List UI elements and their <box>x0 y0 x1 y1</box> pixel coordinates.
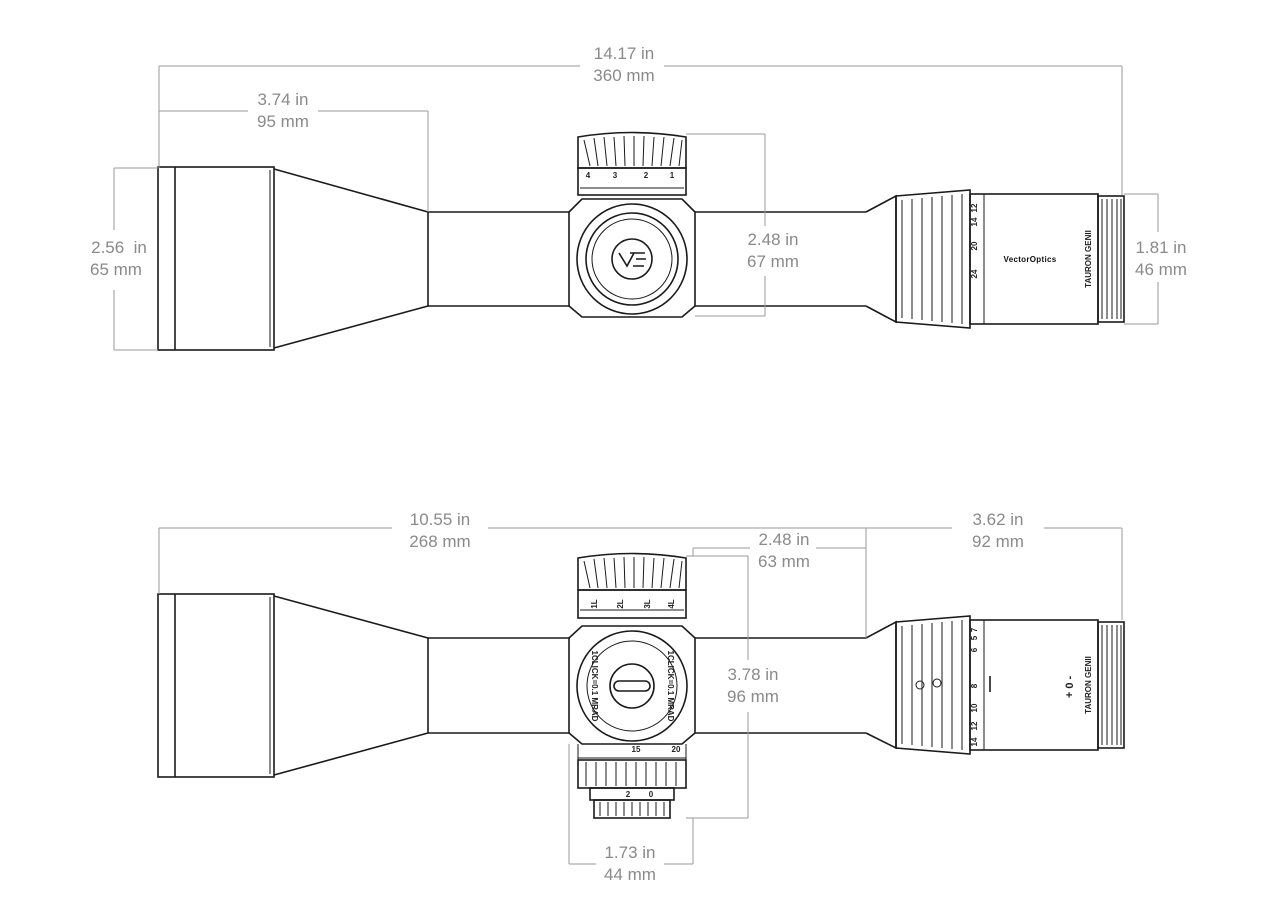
bell-length-mm: 95 mm <box>257 112 309 131</box>
overall-length-mm: 360 mm <box>593 66 654 85</box>
top-view-scope: 4 3 2 1 12 14 20 24 VectorOptics TAURON … <box>157 131 1125 351</box>
turret-width-mm: 44 mm <box>604 865 656 884</box>
parallax-knob-knurl <box>585 762 677 786</box>
bottom-mag-scale-5: 5 <box>970 635 979 640</box>
ring-space-in: 2.48 in <box>758 530 809 549</box>
magnification-index-icon <box>915 676 991 692</box>
eyepiece-length-in: 3.62 in <box>972 510 1023 529</box>
bell-length-in: 3.74 in <box>257 90 308 109</box>
top-turret-scale-4: 4 <box>586 171 591 180</box>
diopter-label: + 0 - <box>1064 676 1076 699</box>
turret-height-mm: 67 mm <box>747 252 799 271</box>
bottom-dimension-lines <box>158 527 1123 865</box>
side-scale-15: 15 <box>632 745 641 754</box>
objective-to-ring-in: 10.55 in <box>410 510 471 529</box>
objective-diameter-mm: 65 mm <box>90 260 142 279</box>
turret-width-in: 1.73 in <box>604 843 655 862</box>
top-mag-scale-24: 24 <box>970 269 979 278</box>
slotted-cap-icon <box>613 680 651 692</box>
parallax-scale-2: 2 <box>626 790 631 799</box>
turret-click-value-left: 1CLICK=0.1 MRAD <box>590 651 599 722</box>
top-turret-scale-2: 2 <box>644 171 649 180</box>
bottom-turret-scale-3l: 3L <box>643 599 652 608</box>
bottom-turret-scale-4l: 4L <box>667 599 676 608</box>
turret-span-in: 3.78 in <box>727 665 778 684</box>
top-ocular-knurl <box>1101 199 1122 319</box>
overall-length-in: 14.17 in <box>594 44 655 63</box>
top-mag-scale-12: 12 <box>970 203 979 212</box>
bottom-turret-scale-1l: 1L <box>590 599 599 608</box>
top-mag-scale-20: 20 <box>970 241 979 250</box>
side-scale-20: 20 <box>672 745 681 754</box>
bottom-model-label: TAURON GENII <box>1084 656 1093 714</box>
objective-diameter-in: 2.56 in <box>91 238 147 257</box>
top-model-label: TAURON GENII <box>1084 230 1093 288</box>
parallax-scale-0: 0 <box>649 790 654 799</box>
bottom-turret-scale-2l: 2L <box>616 599 625 608</box>
bottom-mag-scale-8: 8 <box>970 683 979 688</box>
top-turret-scale-3: 3 <box>613 171 618 180</box>
objective-to-ring-mm: 268 mm <box>409 532 470 551</box>
eyepiece-diameter-mm: 46 mm <box>1135 260 1187 279</box>
vector-optics-logo-icon <box>618 252 646 268</box>
top-mag-scale-14: 14 <box>970 217 979 226</box>
top-eyepiece-knurl <box>901 194 963 324</box>
top-turret-scale-1: 1 <box>670 171 675 180</box>
bottom-mag-scale-12: 12 <box>970 721 979 730</box>
turret-span-mm: 96 mm <box>727 687 779 706</box>
top-turret-knurl <box>583 135 683 167</box>
eyepiece-length-mm: 92 mm <box>972 532 1024 551</box>
top-dimension-lines <box>113 65 1159 351</box>
top-brand-label: VectorOptics <box>1004 255 1057 264</box>
bottom-mag-scale-14: 14 <box>970 737 979 746</box>
turret-click-value-right: 1CLICK=0.1 MRAD <box>666 651 675 722</box>
bottom-mag-scale-6: 6 <box>970 647 979 652</box>
bottom-ocular-knurl <box>1101 625 1122 745</box>
bottom-mag-scale-7: 7 <box>970 627 979 632</box>
turret-height-in: 2.48 in <box>747 230 798 249</box>
ring-space-mm: 63 mm <box>758 552 810 571</box>
parallax-cap-knurl <box>599 802 665 816</box>
bottom-turret-knurl <box>583 556 683 589</box>
bottom-view-scope: 1L 2L 3L 4L 1CLICK=0.1 MRAD 1CLICK=0.1 M… <box>157 552 1125 819</box>
bottom-mag-scale-10: 10 <box>970 703 979 712</box>
bottom-eyepiece-knurl <box>901 620 963 750</box>
eyepiece-diameter-in: 1.81 in <box>1135 238 1186 257</box>
